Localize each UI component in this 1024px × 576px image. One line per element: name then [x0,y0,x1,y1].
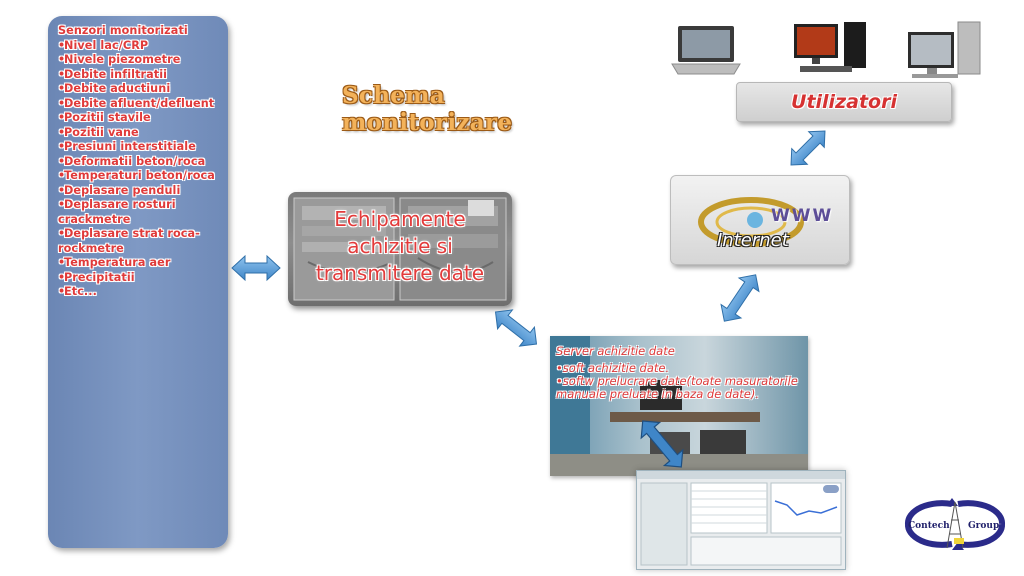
sensor-item: •Etc... [58,285,97,298]
diagram-title: Schema monitorizare [342,82,513,136]
sensor-item: •Deplasare penduli [58,183,181,197]
users-box: Utilizatori [736,82,952,122]
internet-label: Internet [717,230,789,251]
equipment-line-3: transmitere date [315,261,485,285]
arrow-server-internet [720,274,760,322]
sensor-item: •Debite infiltratii [58,67,168,81]
arrow-internet-users [790,130,826,166]
equipment-line-2: achizitie si [347,234,453,258]
sensor-item: •Pozitii stavile [58,111,151,124]
users-label: Utilizatori [791,91,897,113]
sensor-item: •Deplasare strat roca-rockmetre [58,227,200,255]
sensor-item: •Nivel lac/CRP [58,38,149,52]
sensor-item: •Precipitatii [58,270,135,284]
sensor-item: •Temperatura aer [58,256,171,269]
internet-box: WWW Internet [670,175,850,265]
sensor-item: •Deplasare rosturi crackmetre [58,198,176,226]
sensor-item: •Debite aductiuni [58,82,171,95]
laptop-icon [671,26,741,75]
server-description: Server achizitie date •soft achizitie da… [556,345,824,401]
server-item-2: •softw prelucrare date(toate masuratoril… [556,374,798,401]
desktop-computer-icon [794,22,866,72]
arrow-sensors-equipment [231,254,281,282]
workstation-icon [908,21,981,78]
arrow-equipment-server [494,309,538,347]
sensor-item: •Temperaturi beton/roca [58,169,215,182]
sensor-item: •Deformatii beton/roca [58,154,206,168]
sensor-item: •Nivele piezometre [58,53,181,66]
software-screenshot [636,470,846,570]
sensor-item: •Presiuni interstitiale [58,140,196,153]
sensor-panel: Senzori monitorizati •Nivel lac/CRP•Nive… [48,16,228,548]
equipment-cabinet-image [293,197,507,301]
sensor-heading: Senzori monitorizati [58,24,188,37]
equipment-label: Echipamente achizitie si transmitere dat… [288,206,512,287]
contech-group-logo: Contech Group [902,494,1008,554]
globe-icon [698,197,804,247]
server-item-1: •soft achizitie date. [556,361,670,375]
logo-word-2: Group [968,521,999,531]
equipment-line-1: Echipamente [334,207,466,231]
user-devices [671,21,981,78]
logo-word-1: Contech [908,521,950,531]
sensor-item: •Pozitii vane [58,125,139,139]
sensor-item: •Debite afluent/defluent [58,96,215,110]
server-title: Server achizitie date [556,344,675,358]
equipment-box: Echipamente achizitie si transmitere dat… [288,192,512,306]
sensor-list: •Nivel lac/CRP•Nivele piezometre•Debite … [58,39,222,300]
www-label: WWW [771,206,834,226]
